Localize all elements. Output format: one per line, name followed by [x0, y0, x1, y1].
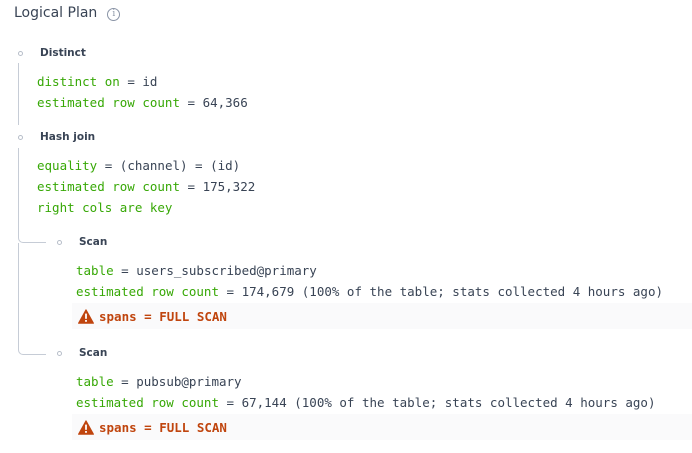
node-attribute: table = pubsub@primary: [76, 374, 242, 389]
tree-line: [18, 148, 46, 243]
node-attribute: estimated row count = 174,679 (100% of t…: [76, 284, 664, 299]
attribute-key: estimated row count: [37, 179, 180, 194]
warning-icon: [78, 308, 94, 324]
page-title: Logical Plan: [14, 5, 98, 21]
tree-node-dot: [18, 51, 23, 56]
warning-icon: [78, 419, 94, 435]
node-attribute: right cols are key: [37, 200, 172, 216]
attribute-key: equality: [37, 158, 98, 173]
node-title-distinct: Distinct: [40, 47, 86, 59]
node-attribute: estimated row count = 64,366: [37, 95, 248, 110]
attribute-key: estimated row count: [37, 95, 180, 110]
warning-row: spans = FULL SCAN: [72, 414, 692, 440]
plan-header: Logical Plan i: [14, 5, 121, 21]
tree-node-dot: [57, 240, 62, 245]
warning-row: spans = FULL SCAN: [72, 303, 692, 329]
attribute-value: 64,366: [202, 95, 248, 110]
warning-text: spans = FULL SCAN: [99, 419, 227, 435]
attribute-value: 174,679 (100% of the table; stats collec…: [241, 284, 664, 299]
attribute-value: users_subscribed@primary: [136, 263, 317, 278]
attribute-key: table: [76, 263, 114, 278]
attribute-value: 175,322: [202, 179, 256, 194]
node-attribute: estimated row count = 175,322: [37, 179, 256, 194]
attribute-key: right cols are key: [37, 200, 173, 215]
attribute-value: pubsub@primary: [136, 374, 242, 389]
attribute-key: estimated row count: [76, 395, 219, 410]
attribute-key: table: [76, 374, 114, 389]
attribute-key: distinct on: [37, 74, 120, 89]
node-title-scan: Scan: [79, 347, 108, 359]
tree-line: [18, 63, 19, 125]
attribute-key: estimated row count: [76, 284, 219, 299]
node-attribute: distinct on = id: [37, 74, 158, 89]
node-title-hash-join: Hash join: [40, 131, 96, 143]
attribute-value: id: [142, 74, 158, 89]
node-attribute: table = users_subscribed@primary: [76, 263, 317, 278]
node-attribute: equality = (channel) = (id): [37, 158, 241, 173]
info-icon[interactable]: i: [107, 7, 121, 21]
node-title-scan: Scan: [79, 236, 108, 248]
tree-node-dot: [57, 351, 62, 356]
tree-node-dot: [18, 135, 23, 140]
attribute-value: 67,144 (100% of the table; stats collect…: [241, 395, 656, 410]
warning-text: spans = FULL SCAN: [99, 308, 227, 324]
tree-line: [18, 243, 46, 355]
attribute-value: (channel) = (id): [119, 158, 241, 173]
node-attribute: estimated row count = 67,144 (100% of th…: [76, 395, 656, 410]
